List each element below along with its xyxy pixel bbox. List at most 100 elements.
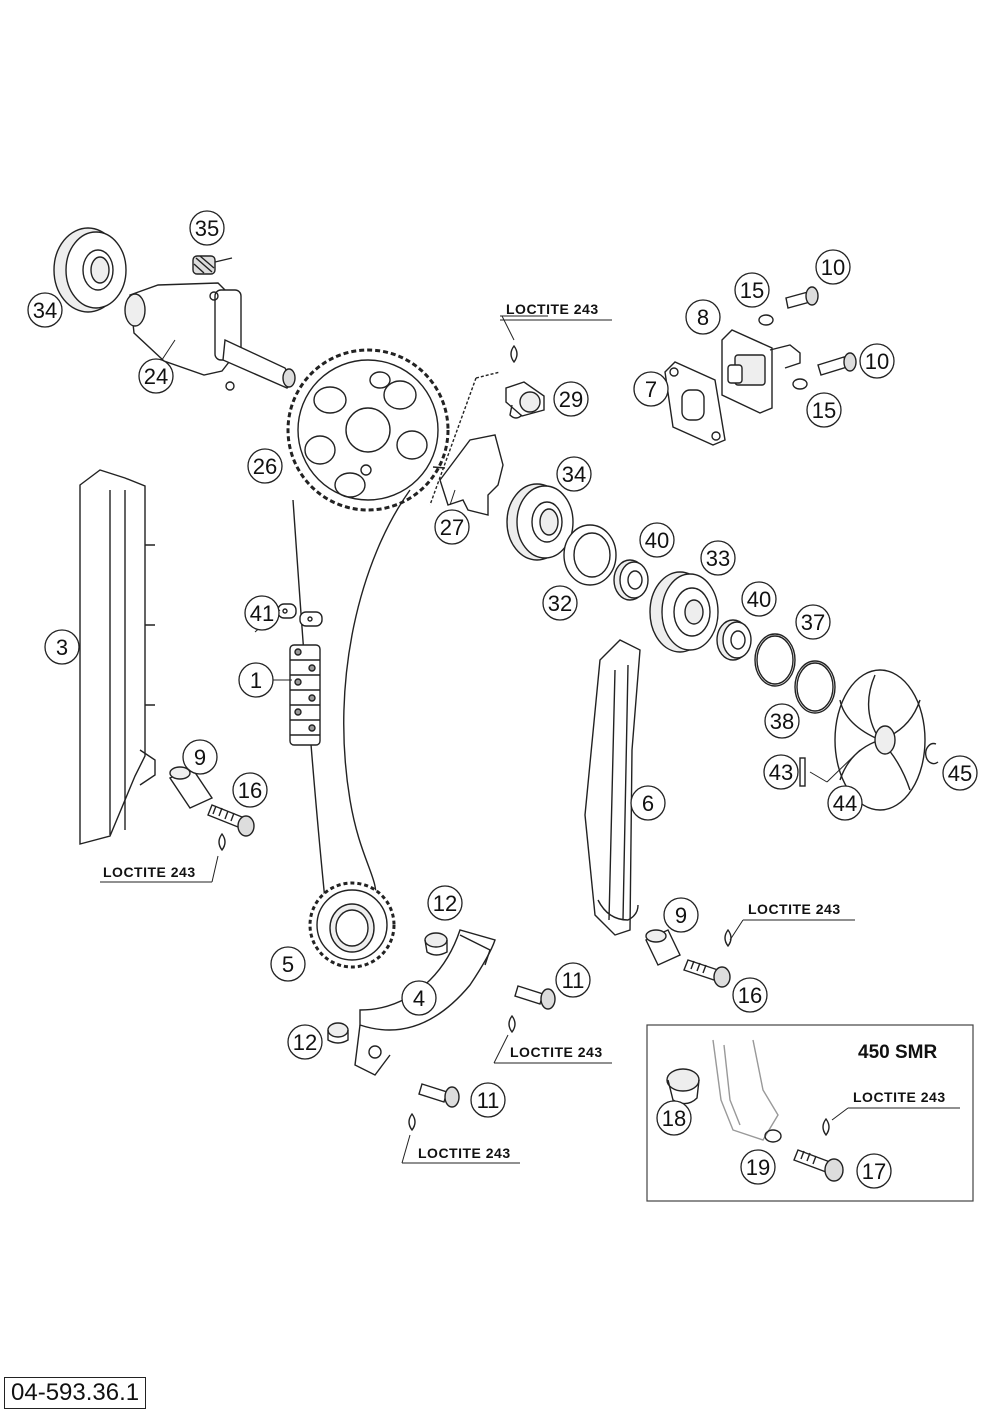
callout-8: 8 — [685, 299, 721, 335]
bushing-12-bottom — [327, 1022, 349, 1044]
callout-number: 4 — [413, 986, 425, 1011]
callout-32: 32 — [542, 585, 578, 621]
callout-circle — [764, 703, 800, 739]
loctite-label: LOCTITE 243 — [500, 301, 612, 321]
callout-number: 9 — [675, 903, 687, 928]
callout-12: 12 — [427, 885, 463, 921]
callout-15: 15 — [806, 392, 842, 428]
callout-number: 15 — [812, 398, 836, 423]
callout-circle — [470, 1082, 506, 1118]
callout-37: 37 — [795, 604, 831, 640]
callout-11: 11 — [555, 962, 591, 998]
callout-circle — [556, 456, 592, 492]
callout-number: 12 — [293, 1030, 317, 1055]
callout-circle — [287, 1024, 323, 1060]
timing-chain-1 — [289, 644, 321, 746]
callout-number: 38 — [770, 709, 794, 734]
circlip-45 — [925, 742, 939, 765]
callout-34: 34 — [556, 456, 592, 492]
callout-number: 44 — [833, 791, 857, 816]
callout-circle — [763, 754, 799, 790]
screw-29 — [429, 371, 545, 506]
loctite-label: LOCTITE 243 — [831, 1089, 960, 1121]
bearing-34-middle — [506, 483, 574, 561]
callout-number: 24 — [144, 364, 168, 389]
callout-number: 27 — [440, 515, 464, 540]
callout-circle — [542, 585, 578, 621]
callout-circle — [827, 785, 863, 821]
callout-number: 6 — [642, 791, 654, 816]
callout-number: 18 — [662, 1106, 686, 1131]
callout-number: 11 — [562, 968, 585, 993]
callout-circle — [553, 381, 589, 417]
bearing-40-right — [716, 619, 752, 661]
callout-circle — [806, 392, 842, 428]
camshaft-sprocket-26 — [286, 348, 450, 512]
callout-number: 5 — [282, 952, 294, 977]
bolt-11-bottom — [408, 1083, 460, 1132]
callout-18: 18 — [656, 1100, 692, 1136]
callout-17: 17 — [856, 1153, 892, 1189]
callout-number: 34 — [562, 462, 586, 487]
callout-circle — [238, 662, 274, 698]
bushing-9-left — [168, 766, 214, 809]
callout-5: 5 — [270, 946, 306, 982]
svg-text:LOCTITE 243: LOCTITE 243 — [510, 1044, 603, 1060]
washer-15-bottom — [792, 378, 808, 390]
callout-4: 4 — [401, 980, 437, 1016]
callout-number: 40 — [747, 587, 771, 612]
callout-number: 3 — [56, 635, 68, 660]
bearing-34-top — [53, 227, 127, 313]
callout-44: 44 — [827, 785, 863, 821]
callout-circle — [182, 739, 218, 775]
loctite-drop-29 — [510, 344, 518, 364]
callout-circle — [859, 343, 895, 379]
callout-24: 24 — [138, 358, 174, 394]
callout-10: 10 — [859, 343, 895, 379]
decompression-shaft-24 — [124, 282, 296, 391]
callout-number: 37 — [801, 610, 825, 635]
bushing-9-right — [645, 929, 681, 966]
callout-7: 7 — [633, 371, 669, 407]
callout-number: 7 — [645, 377, 657, 402]
callout-circle — [555, 962, 591, 998]
callout-circle — [232, 772, 268, 808]
loctite-label: LOCTITE 243 — [729, 901, 855, 941]
screw-10-bottom — [817, 352, 857, 376]
callout-number: 11 — [477, 1088, 500, 1113]
loctite-label: LOCTITE 243 — [493, 1034, 612, 1064]
gasket-7 — [664, 361, 726, 446]
svg-text:LOCTITE 243: LOCTITE 243 — [748, 901, 841, 917]
callout-number: 32 — [548, 591, 572, 616]
svg-text:LOCTITE 243: LOCTITE 243 — [418, 1145, 511, 1161]
callout-circle — [434, 509, 470, 545]
callout-43: 43 — [763, 754, 799, 790]
callout-35: 35 — [189, 210, 225, 246]
bushing-18 — [666, 1068, 700, 1105]
callout-circle — [795, 604, 831, 640]
callout-number: 40 — [645, 528, 669, 553]
callout-circle — [633, 371, 669, 407]
o-ring-38 — [754, 633, 796, 687]
callout-9: 9 — [663, 897, 699, 933]
callout-6: 6 — [630, 785, 666, 821]
callout-16: 16 — [232, 772, 268, 808]
callout-number: 34 — [33, 298, 57, 323]
bushing-12-top — [424, 932, 448, 956]
callout-1: 1 — [238, 662, 274, 698]
callout-45: 45 — [942, 755, 978, 791]
callout-circle — [740, 1149, 776, 1185]
diagram-code: 04-593.36.1 — [4, 1377, 147, 1409]
callout-12: 12 — [287, 1024, 323, 1060]
chain-guide-3 — [79, 469, 156, 845]
callout-26: 26 — [247, 448, 283, 484]
callout-circle — [630, 785, 666, 821]
bolt-16-right — [683, 928, 732, 988]
impeller-44 — [834, 669, 926, 811]
callout-circle — [44, 629, 80, 665]
bearing-40-left — [613, 559, 649, 601]
callout-number: 15 — [740, 278, 764, 303]
loctite-label: LOCTITE 243 — [401, 1134, 520, 1164]
